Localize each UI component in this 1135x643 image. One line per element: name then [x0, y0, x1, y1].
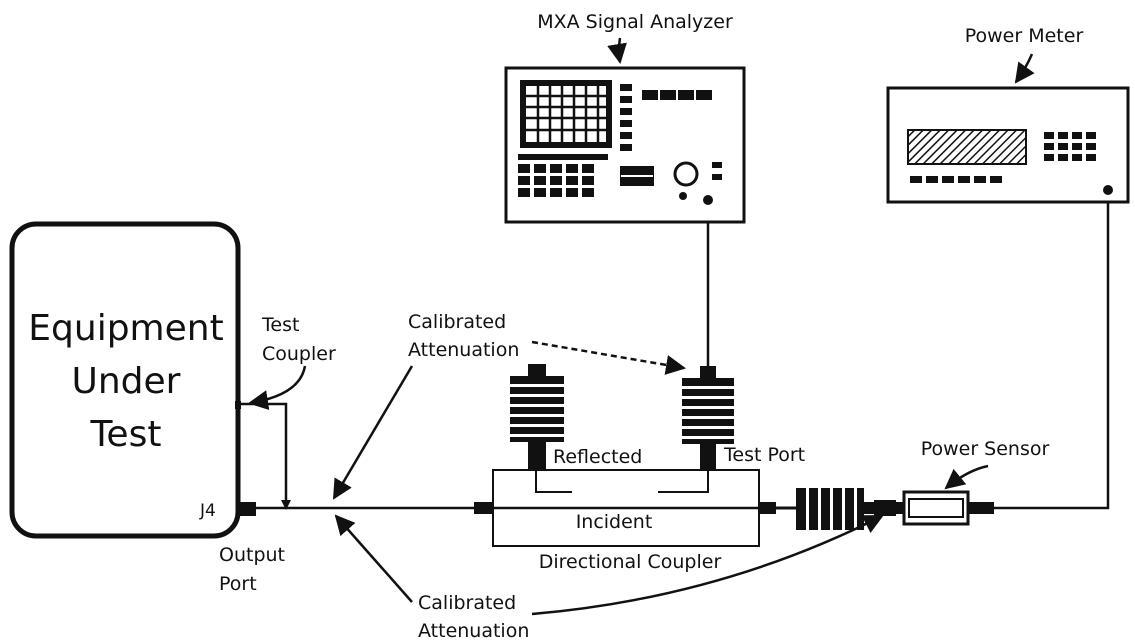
directional-coupler-label: Directional Coupler — [539, 551, 722, 573]
power-sensor-label: Power Sensor — [921, 438, 1050, 460]
calibrated-attenuation-bottom: Calibrated Attenuation — [334, 514, 884, 642]
cal-atten-bottom-arrow-left — [334, 514, 413, 603]
mxa-signal-analyzer: MXA Signal Analyzer — [504, 11, 746, 224]
equipment-under-test: Equipment Under Test — [9, 221, 241, 539]
reflected-attenuator: Reflected — [510, 364, 642, 470]
test-port-attenuator: Test Port — [682, 366, 805, 470]
power-meter-display — [907, 129, 1027, 165]
cal-atten-top-arrow-left — [332, 365, 414, 500]
j4-connector: J4 — [199, 501, 256, 521]
coupler-output-connector — [758, 502, 776, 514]
reflected-label: Reflected — [553, 446, 642, 468]
mxa-arrow — [607, 37, 627, 64]
power-sensor: Power Sensor — [896, 438, 1050, 526]
power-meter-input-port — [1103, 185, 1113, 195]
cal-atten-bottom-arrow-right — [531, 514, 884, 616]
test-coupler-label-line2: Coupler — [262, 343, 336, 365]
eut-label-line1: Equipment — [28, 308, 223, 349]
test-coupler: Test Coupler — [235, 314, 336, 510]
inline-attenuator — [776, 488, 896, 530]
power-meter-label: Power Meter — [965, 25, 1084, 47]
output-port-label-line1: Output — [219, 544, 285, 566]
cal-atten-bottom-label-line2: Attenuation — [418, 620, 529, 642]
power-sensor-arrow — [944, 464, 989, 490]
cal-atten-top-label-line2: Attenuation — [408, 339, 519, 361]
cal-atten-bottom-label-line1: Calibrated — [418, 592, 516, 614]
j4-label: J4 — [199, 501, 216, 521]
eut-label-line2: Under — [72, 361, 181, 402]
sensor-cable — [994, 192, 1110, 510]
mxa-label: MXA Signal Analyzer — [537, 11, 733, 33]
incident-label: Incident — [576, 511, 653, 533]
power-meter-arrow — [1014, 53, 1035, 84]
eut-label-line3: Test — [90, 414, 162, 455]
calibrated-attenuation-top: Calibrated Attenuation — [332, 311, 686, 500]
mxa-knob — [673, 161, 699, 187]
cal-atten-top-label-line1: Calibrated — [408, 311, 506, 333]
test-port-label: Test Port — [723, 444, 805, 466]
mxa-input-port — [703, 195, 713, 205]
directional-coupler: Incident Directional Coupler — [492, 469, 760, 573]
output-port-label-line2: Port — [219, 573, 257, 595]
test-coupler-label-line1: Test — [261, 314, 299, 336]
coupler-input-connector — [474, 502, 494, 514]
cal-atten-top-arrow-right — [531, 340, 686, 375]
test-coupler-arrow — [248, 365, 307, 411]
power-meter: Power Meter — [886, 25, 1130, 204]
